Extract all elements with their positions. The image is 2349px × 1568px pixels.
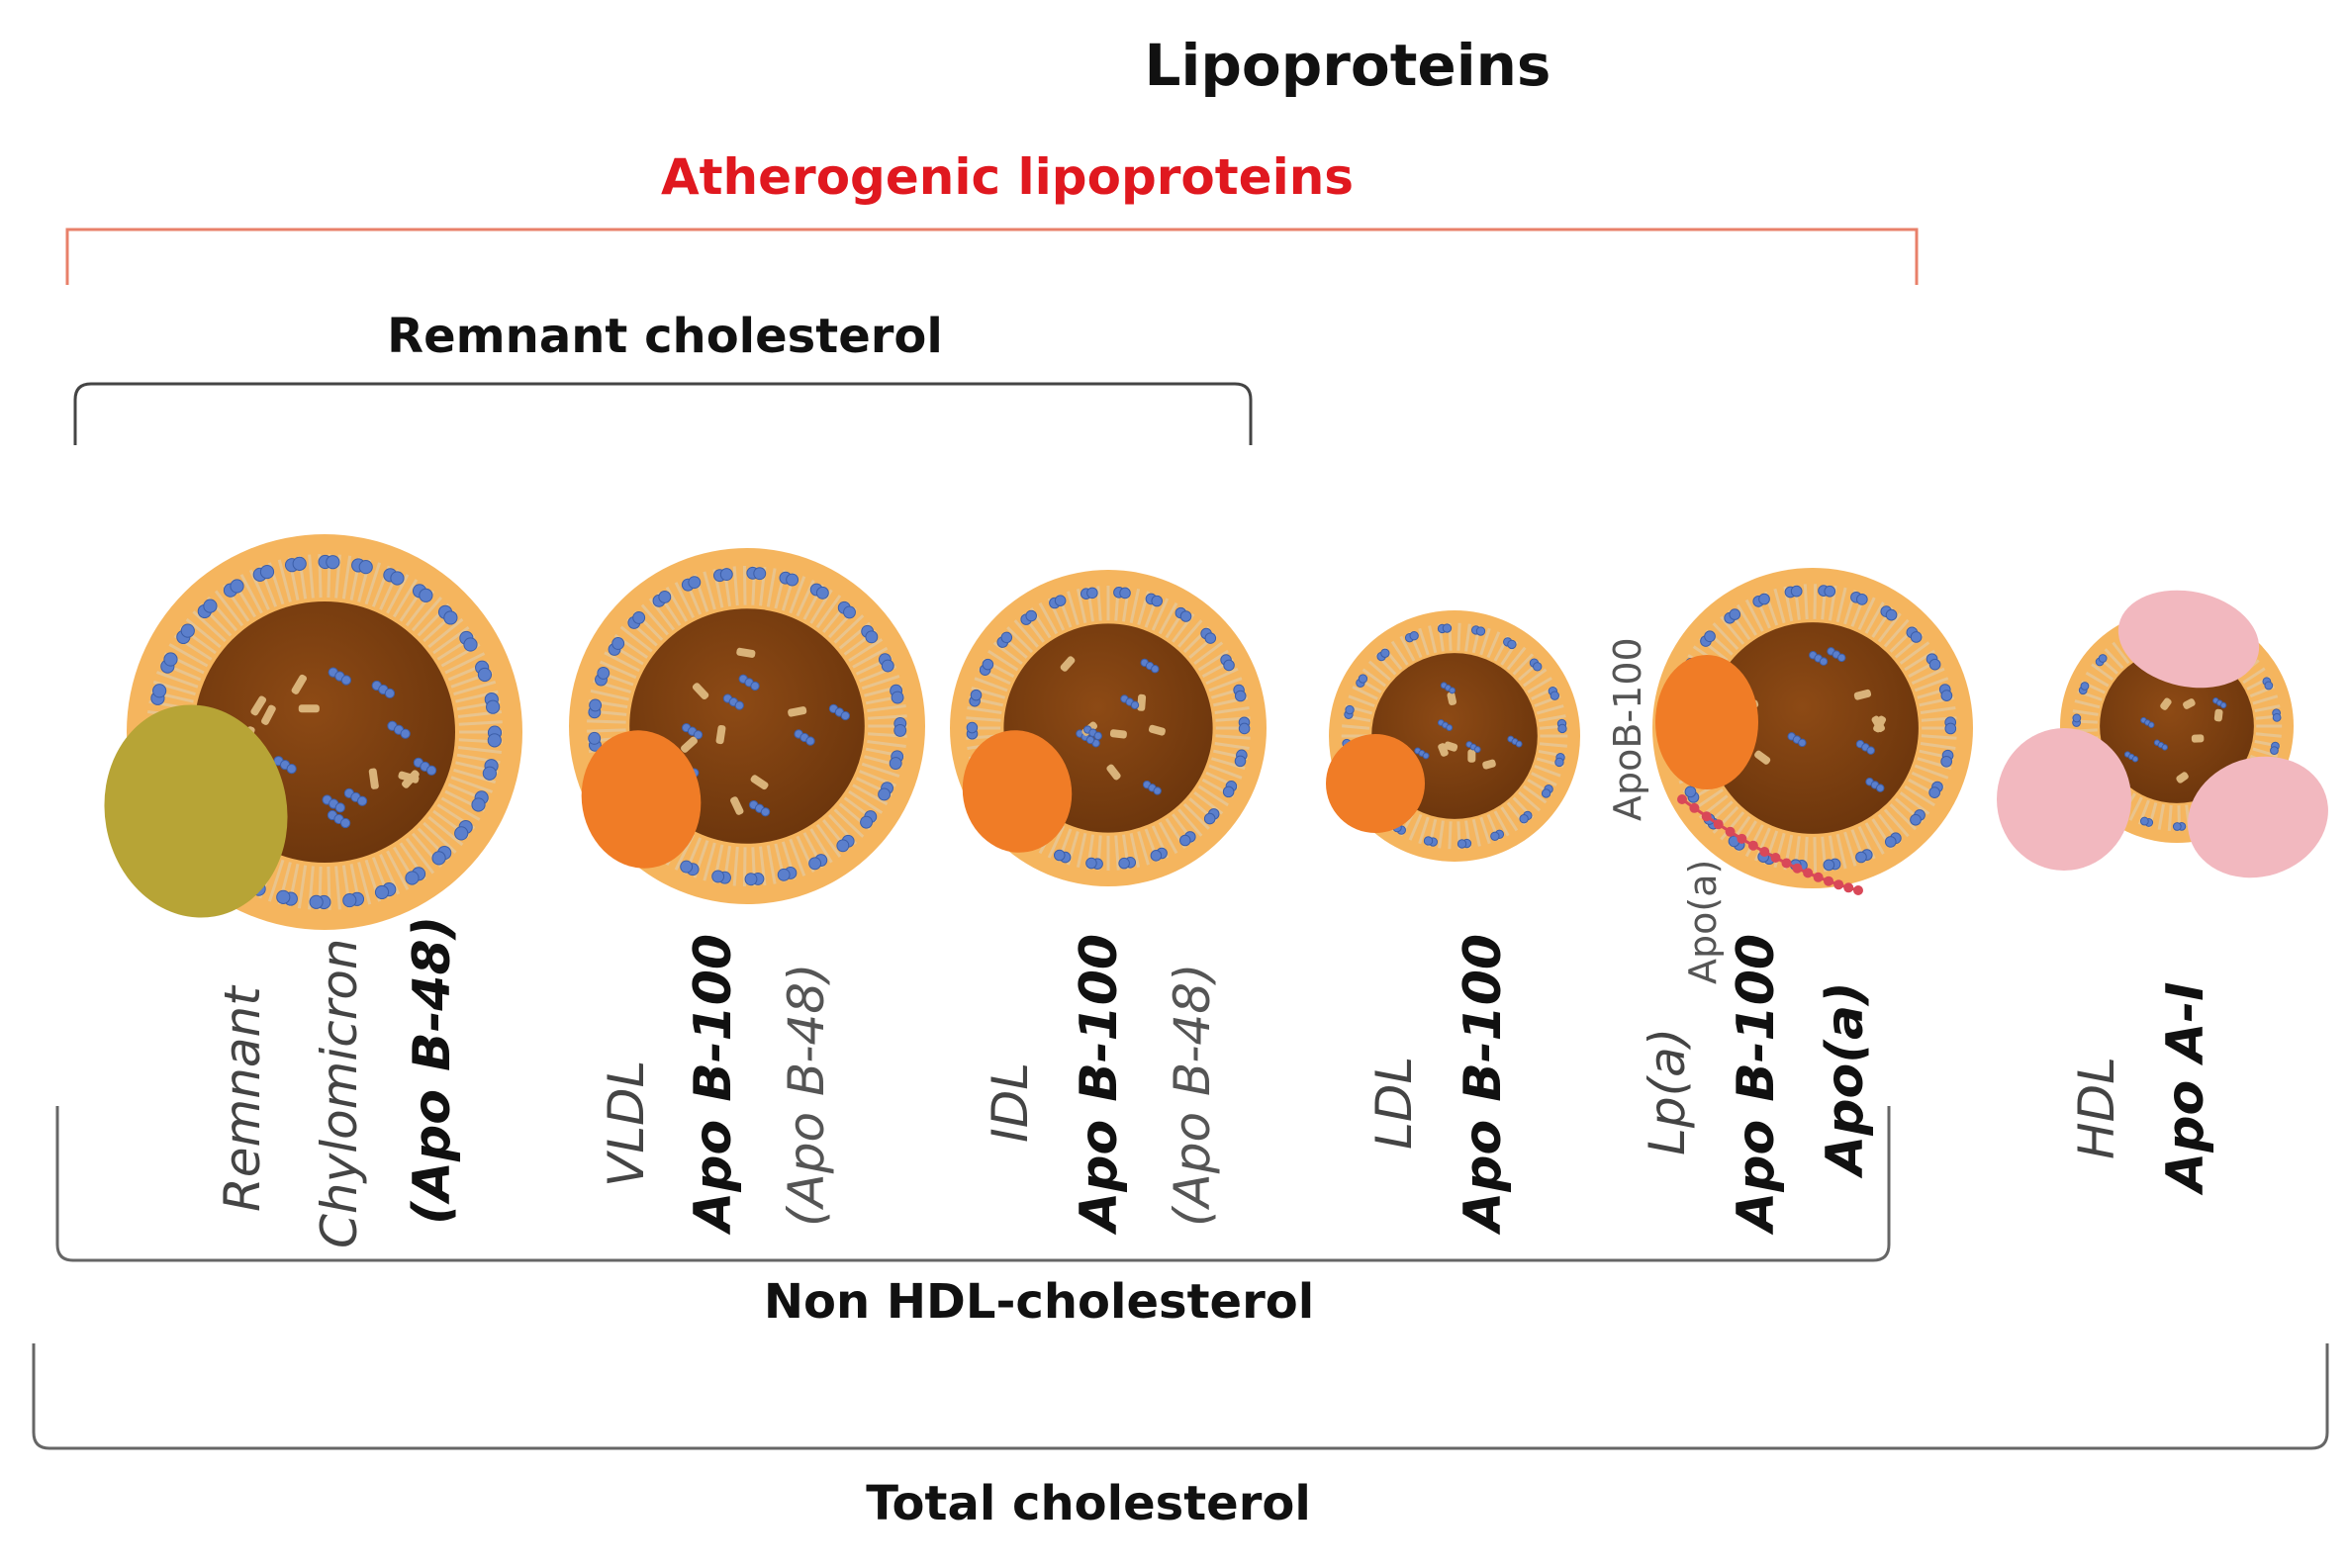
lpa-label-1: Lp(a) <box>1639 1028 1696 1155</box>
vldl-label-1: VLDL <box>598 1061 655 1187</box>
particles-layer <box>104 534 2328 930</box>
hdl-apolipoprotein-2 <box>1997 728 2131 871</box>
lpa-particle <box>1652 568 1973 888</box>
diagram-title: Lipoproteins <box>1145 32 1551 99</box>
vldl-apolipoprotein-1 <box>581 730 702 869</box>
ldl-particle <box>1326 610 1580 862</box>
hdl-apolipoprotein-3 <box>2188 756 2328 878</box>
atherogenic-label: Atherogenic lipoproteins <box>661 148 1354 206</box>
hdl-particle <box>1997 590 2328 878</box>
hdl-label-2: Apo A-I <box>2156 982 2215 1196</box>
hdl-label-1: HDL <box>2068 1057 2125 1159</box>
hdl-core-lipids <box>2123 697 2227 784</box>
ldl-core-lipids <box>1414 682 1523 770</box>
idl-label-3: (Apo B-48) <box>1164 963 1221 1227</box>
chylomicron-label-1: Remnant <box>214 984 271 1212</box>
chylomicron-apolipoprotein-1 <box>104 704 288 918</box>
idl-particle <box>950 570 1267 886</box>
hdl-core <box>2100 649 2254 803</box>
lpa-label-3: Apo(a) <box>1816 981 1875 1179</box>
ldl-label-2: Apo B-100 <box>1454 934 1513 1236</box>
remnant-bracket <box>73 382 1253 445</box>
total-bracket <box>32 1343 2329 1450</box>
chylomicron-particle <box>104 534 522 930</box>
non-hdl-bracket <box>55 1106 1891 1262</box>
non-hdl-label: Non HDL-cholesterol <box>764 1274 1314 1330</box>
apoa-annotation: Apo(a) <box>1681 860 1725 984</box>
atherogenic-bracket <box>65 228 1919 285</box>
lpa-label-2: Apo B-100 <box>1727 934 1786 1236</box>
vldl-label-3: (Apo B-48) <box>778 963 835 1227</box>
particle-labels: Remnant Chylomicron (Apo B-48) VLDL Apo B-10… <box>214 916 2215 1248</box>
ldl-label-1: LDL <box>1365 1057 1423 1150</box>
hdl-apolipoprotein-1 <box>2117 590 2260 689</box>
remnant-label: Remnant cholesterol <box>387 309 943 364</box>
vldl-label-2: Apo B-100 <box>684 934 743 1236</box>
total-label: Total cholesterol <box>866 1476 1311 1531</box>
chylomicron-label-2: Chylomicron <box>311 938 368 1248</box>
chylomicron-label-3: (Apo B-48) <box>403 916 462 1225</box>
idl-label-2: Apo B-100 <box>1070 934 1129 1236</box>
idl-label-1: IDL <box>982 1062 1039 1143</box>
lpa-apolipoprotein-1 <box>1655 655 1758 789</box>
vldl-particle <box>569 548 925 904</box>
apoa-chain <box>1677 794 1863 895</box>
idl-apolipoprotein-1 <box>962 730 1073 853</box>
ldl-apolipoprotein-1 <box>1326 734 1425 833</box>
apob100-annotation: ApoB-100 <box>1606 637 1649 821</box>
